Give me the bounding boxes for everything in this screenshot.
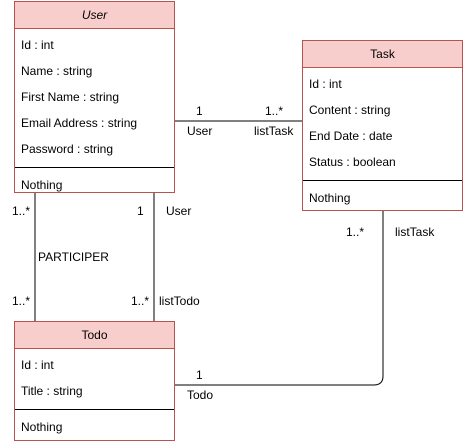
user-class-title: User xyxy=(15,2,174,29)
todo-attr-title: Title : string xyxy=(21,384,83,398)
user-todo-todo-role: listTodo xyxy=(159,294,200,308)
user-attr-name: Name : string xyxy=(21,64,93,78)
user-attributes: Id : int Name : string First Name : stri… xyxy=(15,29,174,168)
todo-class-title: Todo xyxy=(15,322,174,349)
user-attr-password: Password : string xyxy=(21,142,114,156)
user-todo-user-multiplicity: 1 xyxy=(137,204,144,218)
task-operations: Nothing xyxy=(303,181,462,211)
todo-task-task-multiplicity: 1..* xyxy=(346,225,365,239)
todo-task-todo-role: Todo xyxy=(187,388,214,402)
user-class[interactable]: User Id : int Name : string First Name :… xyxy=(14,1,175,193)
todo-op-nothing: Nothing xyxy=(21,420,63,434)
participer-user-multiplicity: 1..* xyxy=(12,204,31,218)
todo-attr-id: Id : int xyxy=(21,358,54,372)
todo-task-line xyxy=(175,211,384,386)
user-op-nothing: Nothing xyxy=(21,178,63,192)
user-task-user-role: User xyxy=(187,124,213,138)
user-attr-id: Id : int xyxy=(21,38,54,52)
todo-task-task-role: listTask xyxy=(395,225,435,239)
user-todo-todo-multiplicity: 1..* xyxy=(131,294,150,308)
user-attr-email: Email Address : string xyxy=(21,116,138,130)
task-attr-status: Status : boolean xyxy=(309,155,396,169)
task-op-nothing: Nothing xyxy=(309,191,351,205)
user-task-task-role: listTask xyxy=(254,124,294,138)
todo-operations: Nothing xyxy=(15,410,174,440)
user-task-task-multiplicity: 1..* xyxy=(265,104,284,118)
task-class[interactable]: Task Id : int Content : string End Date … xyxy=(302,40,463,211)
task-attributes: Id : int Content : string End Date : dat… xyxy=(303,68,462,181)
todo-task-todo-multiplicity: 1 xyxy=(196,368,203,382)
task-class-title: Task xyxy=(303,41,462,68)
todo-class[interactable]: Todo Id : int Title : string Nothing xyxy=(14,321,175,441)
user-task-user-multiplicity: 1 xyxy=(196,104,203,118)
user-attr-first-name: First Name : string xyxy=(21,90,120,104)
participer-label: PARTICIPER xyxy=(38,250,109,264)
participer-todo-multiplicity: 1..* xyxy=(12,294,31,308)
task-attr-id: Id : int xyxy=(309,77,342,91)
user-operations: Nothing xyxy=(15,168,174,198)
task-attr-end-date: End Date : date xyxy=(309,129,393,143)
task-attr-content: Content : string xyxy=(309,103,391,117)
user-todo-user-role: User xyxy=(166,204,192,218)
todo-attributes: Id : int Title : string xyxy=(15,349,174,410)
